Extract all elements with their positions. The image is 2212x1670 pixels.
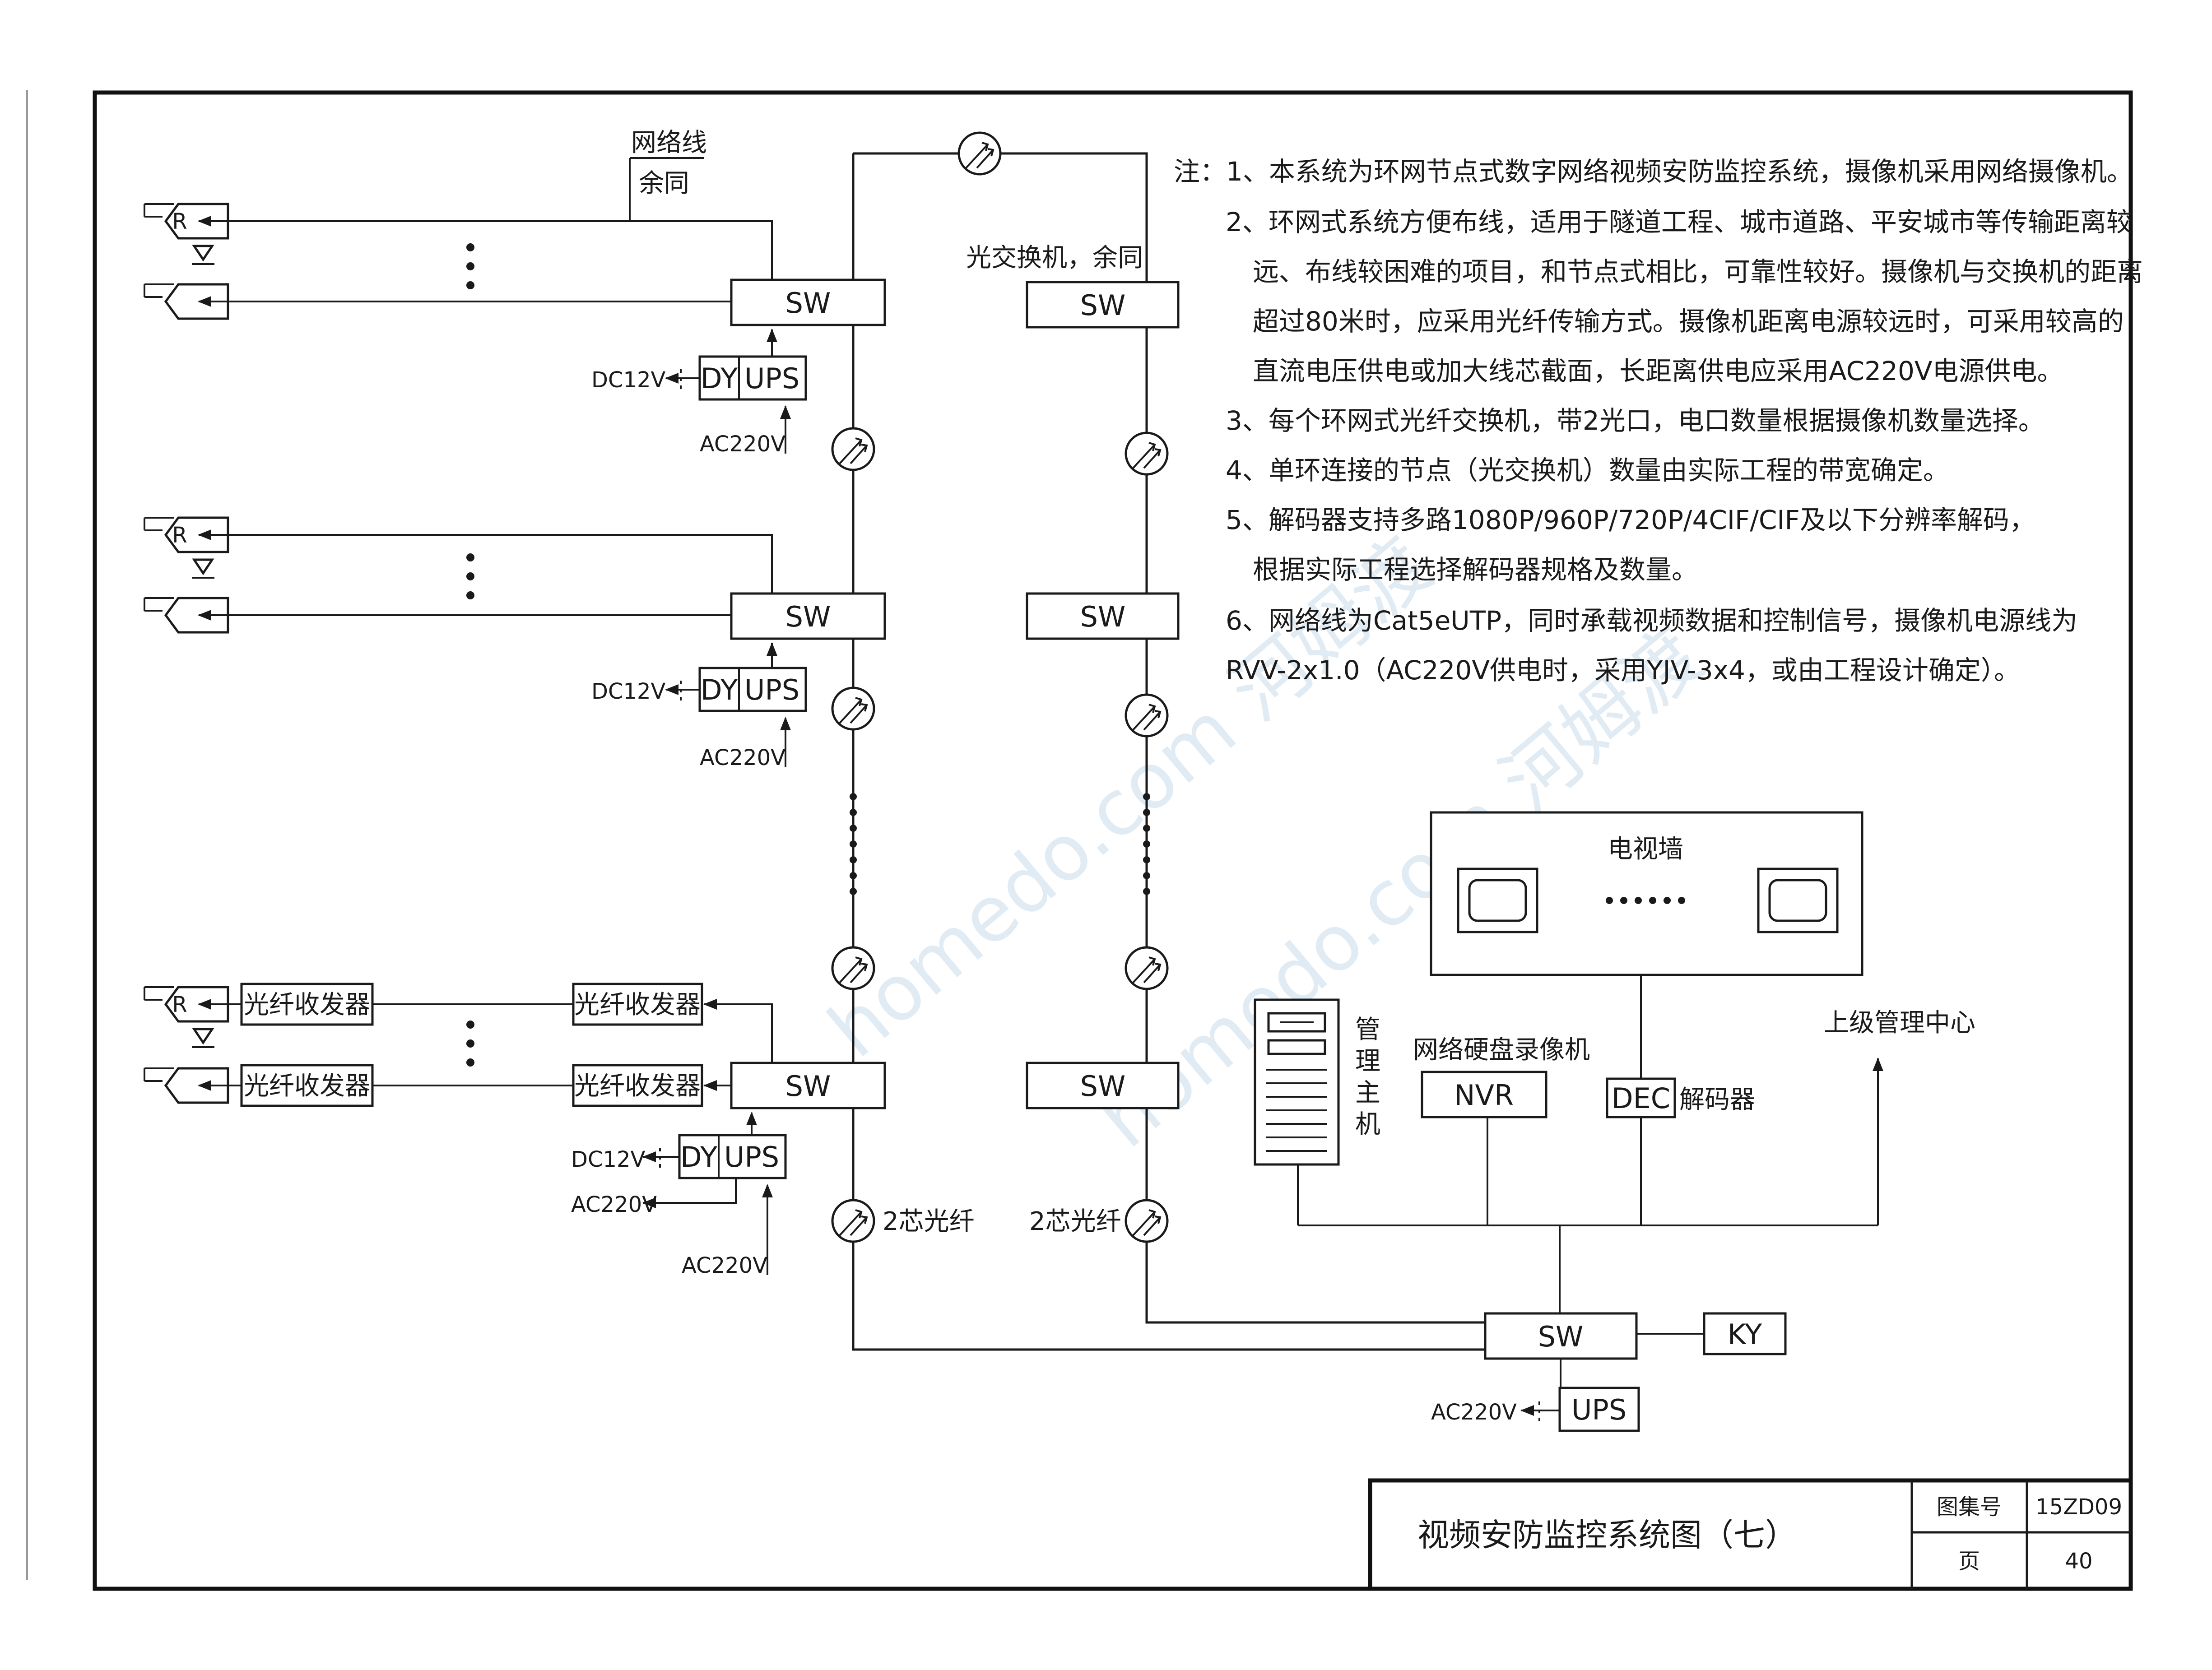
page-label: 页 <box>1958 1549 1980 1574</box>
optical-switch-n: SW <box>1026 1062 1180 1109</box>
control-network-lines <box>1297 975 1883 1313</box>
dy-ups-box <box>698 667 807 712</box>
ac220v-label: AC220V <box>571 1192 657 1217</box>
optical-switch-2: SW <box>1026 592 1180 640</box>
dc12v-label: DC12V <box>591 367 666 393</box>
ac220v-label: AC220V <box>700 431 785 457</box>
dec-label: DEC <box>1612 1082 1670 1115</box>
network-cable-label: 网络线 <box>631 128 707 158</box>
ups-label: UPS <box>1571 1393 1626 1426</box>
page-number: 40 <box>2065 1549 2092 1574</box>
note-line: 5、解码器支持多路1080P/960P/720P/4CIF/CIF及以下分辨率解… <box>1226 505 2035 535</box>
fiber-ring <box>832 133 1485 1351</box>
note-line: 直流电压供电或加大线芯截面，长距离供电应采用AC220V电源供电。 <box>1253 356 2063 386</box>
mgmt-host-char: 管 <box>1355 1015 1380 1044</box>
ky-box <box>1703 1312 1787 1355</box>
note-line: 3、每个环网式光纤交换机，带2光口，电口数量根据摄像机数量选择。 <box>1226 405 2045 436</box>
dc12v-label: DC12V <box>591 679 666 704</box>
tv-wall: 电视墙 <box>1430 811 1863 976</box>
fiber-label-right: 2芯光纤 <box>1029 1207 1121 1236</box>
ups-label: UPS <box>724 1141 779 1174</box>
ac220v-label: AC220V <box>700 745 785 770</box>
switch-label: SW <box>1080 600 1126 633</box>
network-cable-label-sub: 余同 <box>639 169 689 198</box>
dy-label: DY <box>701 362 738 395</box>
switch-box <box>730 1062 886 1109</box>
ac220v-label: AC220V <box>682 1253 767 1278</box>
dy-ups-box <box>678 1134 787 1179</box>
mgmt-host-char: 理 <box>1355 1047 1380 1076</box>
management-host: 管 理 主 机 <box>1254 998 1380 1166</box>
core-switch: SW KY UPS AC220V <box>1431 1312 1787 1432</box>
fiber-label-left: 2芯光纤 <box>883 1207 975 1236</box>
node-1: R 网络线 余同 SW DY UPS DC12V AC220V <box>144 128 886 457</box>
nvr-title: 网络硬盘录像机 <box>1413 1035 1590 1065</box>
drawing-title: 视频安防监控系统图（七） <box>1417 1517 1797 1554</box>
switch-label: SW <box>1080 1070 1126 1103</box>
note-line: 超过80米时，应采用光纤传输方式。摄像机距离电源较远时，可采用较高的 <box>1253 306 2124 337</box>
note-line: 6、网络线为Cat5eUTP，同时承载视频数据和控制信号，摄像机电源线为 <box>1226 605 2077 636</box>
node-n: R 光纤收发器 光纤收发器 光纤收发器 光纤收发器 SW DY UPS DC12… <box>144 983 886 1278</box>
note-line: 远、布线较困难的项目，和节点式相比，可靠性较好。摄像机与交换机的距离 <box>1253 256 2143 287</box>
node-2: R SW DY UPS DC12V AC220V <box>144 518 886 770</box>
dy-ups-box <box>698 355 807 401</box>
ups-label: UPS <box>744 673 799 706</box>
switch-box <box>730 592 886 640</box>
notes: 注：1、本系统为环网节点式数字网络视频安防监控系统，摄像机采用网络摄像机。 2、… <box>1174 156 2143 686</box>
decoder: DEC 解码器 <box>1606 1077 1755 1118</box>
switch-label: SW <box>785 1070 831 1103</box>
fiber-transceiver-label: 光纤收发器 <box>244 990 370 1020</box>
atlas-number: 15ZD09 <box>2035 1494 2122 1520</box>
switch-label: SW <box>1080 289 1126 322</box>
ups-box <box>1558 1387 1640 1432</box>
dy-label: DY <box>701 673 738 706</box>
upper-center-label: 上级管理中心 <box>1824 1008 1975 1038</box>
switch-box <box>730 278 886 326</box>
ac220v-label: AC220V <box>1431 1400 1517 1425</box>
note-line: 4、单环连接的节点（光交换机）数量由实际工程的带宽确定。 <box>1226 455 1949 486</box>
atlas-label: 图集号 <box>1937 1494 2002 1520</box>
switch-label: SW <box>785 600 831 633</box>
ring-continuation-dots <box>850 793 1150 895</box>
fiber-transceiver-box <box>572 1064 703 1107</box>
note-line: 注：1、本系统为环网节点式数字网络视频安防监控系统，摄像机采用网络摄像机。 <box>1174 156 2133 187</box>
fiber-transceiver-label: 光纤收发器 <box>244 1072 370 1101</box>
note-line: 2、环网式系统方便布线，适用于隧道工程、城市道路、平安城市等传输距离较 <box>1226 207 2133 237</box>
fiber-transceiver-label: 光纤收发器 <box>574 990 701 1020</box>
camera-mark: R <box>172 209 187 234</box>
mgmt-host-char: 机 <box>1355 1110 1380 1139</box>
camera-mark: R <box>172 992 187 1017</box>
note-line: RVV-2x1.0（AC220V供电时，采用YJV-3x4，或由工程设计确定）。 <box>1226 655 2020 686</box>
title-block: 视频安防监控系统图（七） 图集号 15ZD09 页 40 <box>1368 1478 2133 1591</box>
drawing-border <box>93 90 2133 1591</box>
nvr-label: NVR <box>1454 1079 1514 1112</box>
mgmt-host-char: 主 <box>1355 1078 1380 1108</box>
note-line: 根据实际工程选择解码器规格及数量。 <box>1253 554 1698 585</box>
fiber-transceiver-label: 光纤收发器 <box>574 1072 701 1101</box>
camera-mark: R <box>172 523 187 548</box>
ky-label: KY <box>1728 1318 1762 1351</box>
dy-label: DY <box>680 1141 717 1174</box>
dc12v-label: DC12V <box>571 1147 646 1172</box>
optical-switch-1: SW 光交换机，余同 <box>966 243 1180 329</box>
optical-switch-note: 光交换机，余同 <box>966 243 1143 273</box>
switch-label: SW <box>1538 1320 1584 1353</box>
nvr: 网络硬盘录像机 NVR <box>1413 1035 1590 1118</box>
switch-label: SW <box>785 287 831 320</box>
decoder-label: 解码器 <box>1679 1085 1755 1114</box>
tv-wall-label: 电视墙 <box>1608 835 1683 864</box>
ups-label: UPS <box>744 362 799 395</box>
